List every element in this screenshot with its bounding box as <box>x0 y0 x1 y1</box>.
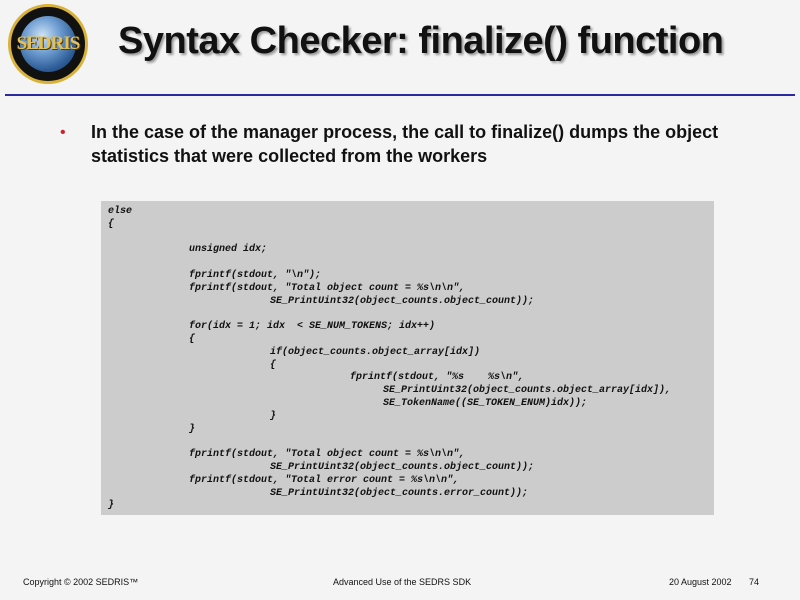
code-line: SE_PrintUint32(object_counts.object_coun… <box>270 295 535 307</box>
code-line: } <box>108 500 115 512</box>
code-line: for(idx = 1; idx < SE_NUM_TOKENS; idx++) <box>189 321 436 333</box>
code-line: SE_TokenName((SE_TOKEN_ENUM)idx)); <box>383 398 588 409</box>
code-line: fprintf(stdout, "Total object count = %s… <box>189 449 466 461</box>
title-divider <box>5 94 795 96</box>
code-line: fprintf(stdout, "Total error count = %s\… <box>189 474 460 486</box>
code-line: fprintf(stdout, "%s %s\n", <box>350 372 525 384</box>
code-line: } <box>270 410 277 422</box>
code-line: { <box>270 359 277 371</box>
code-line: SE_PrintUint32(object_counts.object_coun… <box>270 462 535 473</box>
logo-text: SEDRIS <box>16 33 81 54</box>
code-line: { <box>189 334 196 345</box>
globe-icon <box>20 16 76 72</box>
code-block: else{unsigned idx;fprintf(stdout, "\n");… <box>101 201 714 515</box>
code-line: } <box>189 423 196 435</box>
footer-date: 20 August 2002 <box>669 577 732 587</box>
code-line: { <box>108 218 115 230</box>
code-line: SE_PrintUint32(object_counts.error_count… <box>270 487 529 499</box>
sedris-logo: SEDRIS <box>8 4 88 84</box>
footer-title: Advanced Use of the SEDRS SDK <box>333 577 472 587</box>
bullet-text: In the case of the manager process, the … <box>91 122 719 166</box>
page-number: 74 <box>749 577 760 587</box>
code-line: SE_PrintUint32(object_counts.object_arra… <box>383 385 672 397</box>
code-line: unsigned idx; <box>189 244 268 256</box>
slide-title: Syntax Checker: finalize() function <box>118 20 724 62</box>
code-line: fprintf(stdout, "\n"); <box>189 270 322 281</box>
code-line: else <box>108 206 133 217</box>
code-line: fprintf(stdout, "Total object count = %s… <box>189 282 466 294</box>
footer-copyright: Copyright © 2002 SEDRIS™ <box>23 577 139 587</box>
code-line: if(object_counts.object_array[idx]) <box>270 346 481 358</box>
bullet-icon: • <box>60 124 66 141</box>
